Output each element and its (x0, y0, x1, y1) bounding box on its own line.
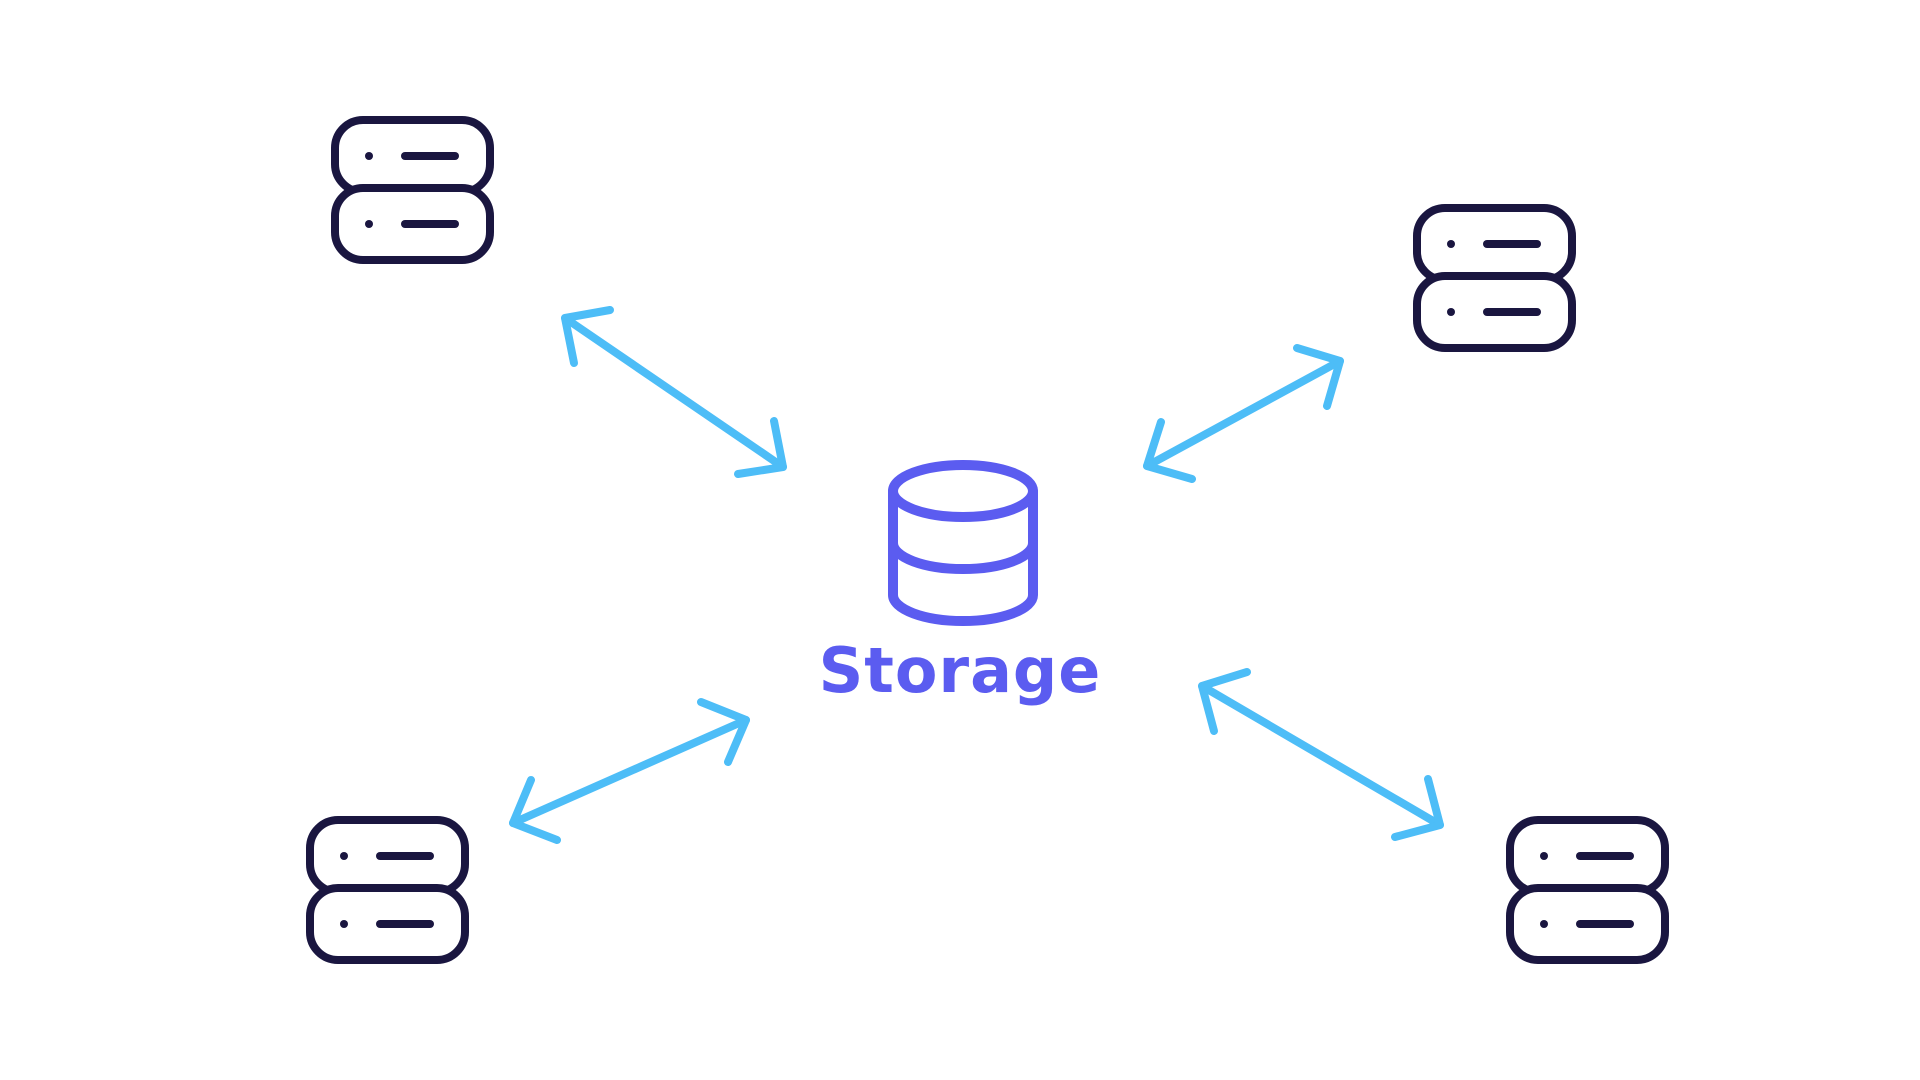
server-icon (1413, 204, 1576, 352)
server-icon (306, 816, 469, 964)
bidirectional-arrow (1143, 344, 1344, 483)
server-icon (331, 116, 494, 264)
server-icon (1506, 816, 1669, 964)
storage-label: Storage (818, 634, 1102, 707)
bidirectional-arrow (561, 306, 787, 478)
database-icon (888, 460, 1038, 626)
bidirectional-arrow (509, 698, 750, 844)
bidirectional-arrow (1198, 668, 1444, 841)
